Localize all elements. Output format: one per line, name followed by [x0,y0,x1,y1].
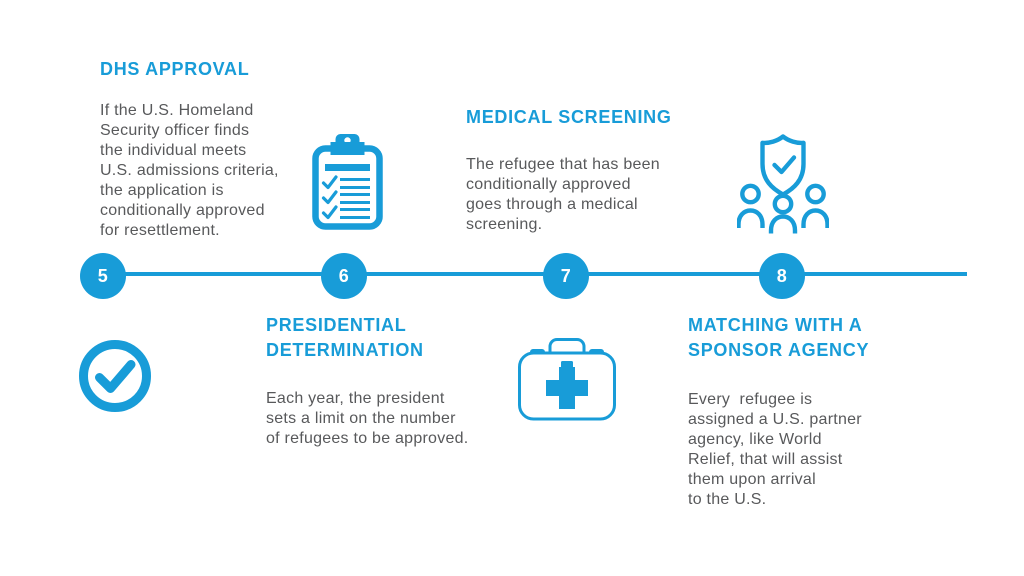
step-8-description: Every refugee is assigned a U.S. partner… [688,391,862,508]
timeline-node-6: 6 [321,253,367,299]
step-5-description: If the U.S. Homeland Security officer fi… [100,102,279,239]
clipboard-checklist-icon [312,133,383,230]
timeline-node-7: 7 [543,253,589,299]
timeline-line [103,272,967,276]
timeline-node-5: 5 [80,253,126,299]
step-7-title: MEDICAL SCREENING [466,107,672,127]
timeline-node-5-number: 5 [97,265,109,286]
shield-people-icon [737,131,829,234]
step-6-title: PRESIDENTIAL DETERMINATION [266,315,424,360]
step-6-description: Each year, the president sets a limit on… [266,390,469,447]
step-5-title: DHS APPROVAL [100,59,250,79]
timeline-node-6-number: 6 [338,265,350,286]
step-7-description: The refugee that has been conditionally … [466,156,660,233]
timeline-node-8: 8 [759,253,805,299]
step-8-title: MATCHING WITH A SPONSOR AGENCY [688,315,870,360]
check-circle-icon [79,340,151,412]
timeline-node-7-number: 7 [560,265,572,286]
timeline-node-8-number: 8 [776,265,788,286]
first-aid-kit-icon [518,337,616,421]
